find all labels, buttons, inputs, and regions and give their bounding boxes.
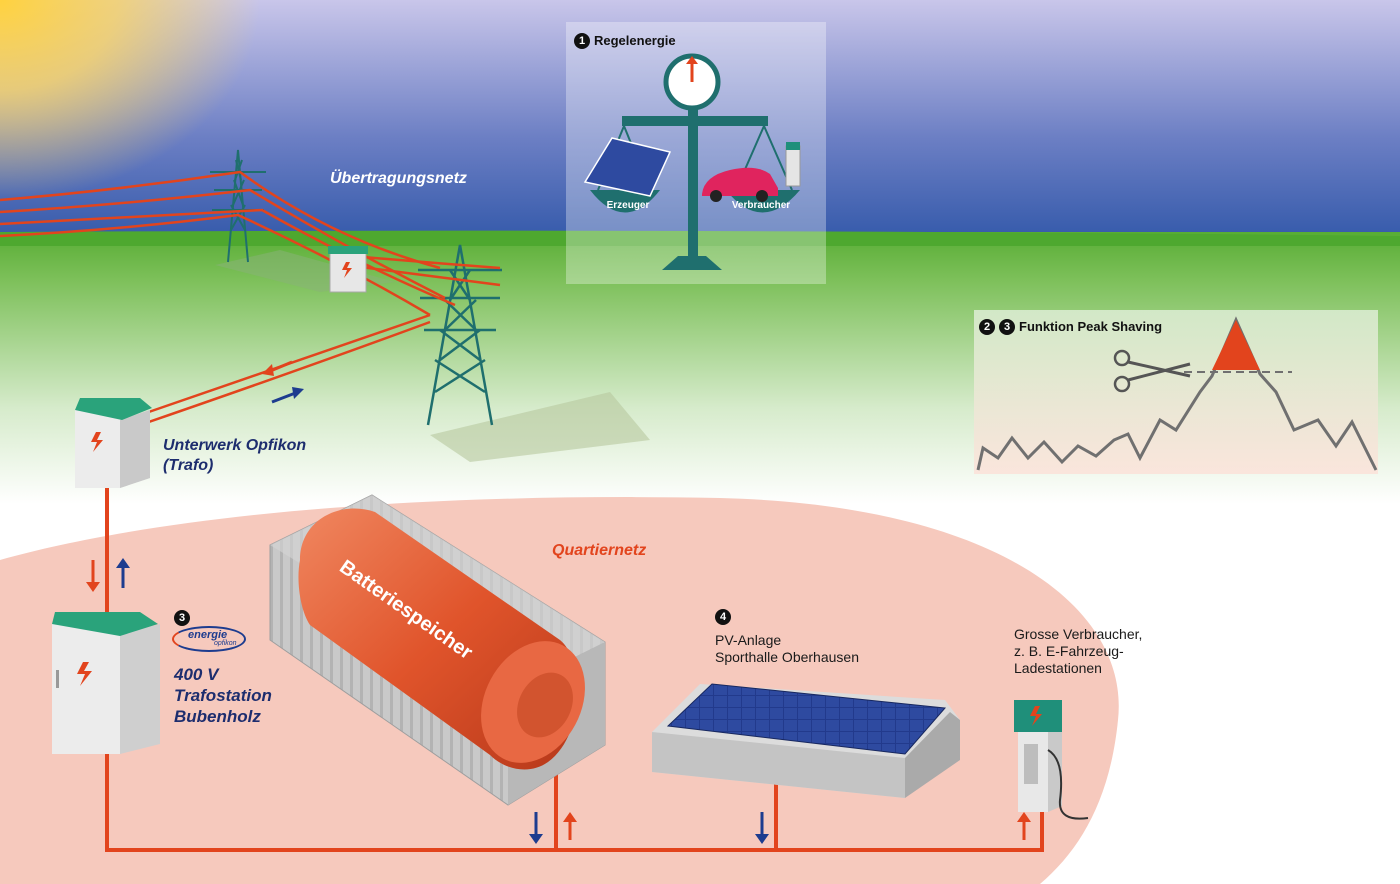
- district-grid-label: Quartiernetz: [552, 542, 647, 559]
- producer-pan-label: Erzeuger: [606, 200, 650, 211]
- trafostation-label: 400 V Trafostation Bubenholz: [174, 664, 272, 727]
- consumers-line-2: z. B. E-Fahrzeug-: [1014, 643, 1124, 659]
- consumers-label: Grosse Verbraucher, z. B. E-Fahrzeug- La…: [1014, 626, 1142, 677]
- energie-opfikon-logo: energie opfikon: [172, 626, 246, 652]
- trafo-location: Bubenholz: [174, 707, 261, 726]
- trafo-name: Trafostation: [174, 686, 272, 705]
- substation-label: Unterwerk Opfikon (Trafo): [163, 436, 306, 476]
- badge-1: 1: [574, 33, 590, 49]
- peak-shaving-title-text: Funktion Peak Shaving: [1019, 319, 1163, 334]
- consumer-pan-label: Verbraucher: [731, 200, 791, 211]
- badge-4: 4: [715, 609, 731, 625]
- badge-3: 3: [999, 319, 1015, 335]
- pv-label: PV-Anlage Sporthalle Oberhausen: [715, 632, 859, 666]
- regelenergie-title: 1 Regelenergie: [574, 33, 676, 49]
- pv-location: Sporthalle Oberhausen: [715, 649, 859, 665]
- pv-badge-wrap: 4: [715, 608, 735, 626]
- badge-3-trafo: 3: [174, 610, 190, 626]
- substation-type: (Trafo): [163, 457, 214, 474]
- logo-brand: energie: [188, 629, 228, 641]
- consumers-line-1: Grosse Verbraucher,: [1014, 626, 1143, 642]
- transmission-grid-label: Übertragungsnetz: [330, 170, 467, 187]
- pv-type: PV-Anlage: [715, 632, 782, 648]
- substation-name: Unterwerk Opfikon: [163, 437, 307, 454]
- badge-2: 2: [979, 319, 995, 335]
- logo-sub: opfikon: [214, 640, 237, 647]
- regelenergie-title-text: Regelenergie: [594, 33, 676, 48]
- trafo-badge-wrap: 3: [174, 609, 194, 627]
- consumers-line-3: Ladestationen: [1014, 660, 1102, 676]
- trafo-voltage: 400 V: [174, 665, 219, 684]
